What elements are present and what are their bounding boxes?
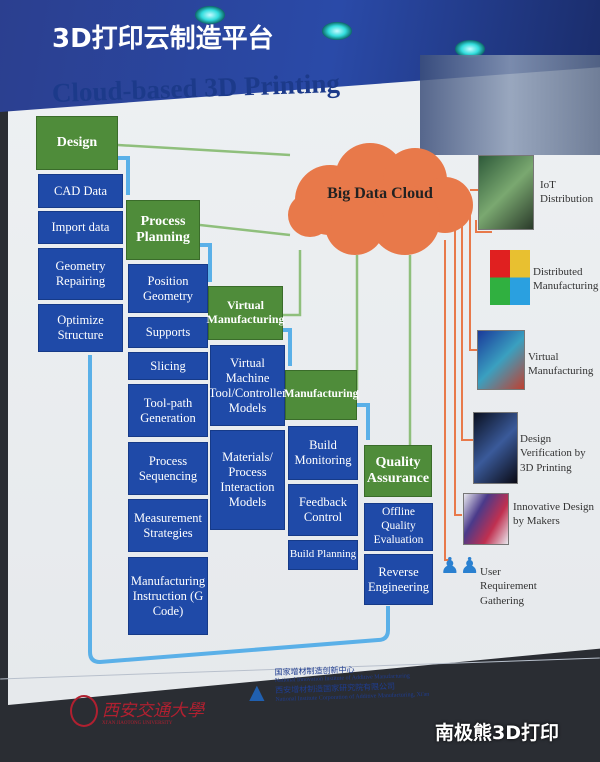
xjtu-seal-logo	[70, 695, 98, 727]
stage-design: Design	[36, 116, 118, 170]
manufacturing-item: Build Monitoring	[288, 426, 358, 480]
source-label: IoT Distribution	[540, 179, 594, 206]
virtual-manufacturing-image	[477, 330, 525, 390]
design-item: CAD Data	[38, 174, 123, 208]
stage-manufacturing: Manufacturing	[284, 370, 358, 420]
cloud-label: Big Data Cloud	[327, 185, 433, 202]
stage-virtual-manufacturing: Virtual Manufacturing	[207, 286, 285, 340]
virtual-item: Materials/ Process Interaction Models	[210, 430, 285, 530]
arrow-virtual-to-manufacturing	[283, 328, 292, 366]
design-item: Optimize Structure	[38, 304, 123, 352]
qa-item: Offline Quality Evaluation	[364, 503, 433, 551]
planning-item: Manufacturing Instruction (G Code)	[128, 557, 208, 635]
printed-parts-image	[420, 55, 600, 155]
planning-item: Position Geometry	[128, 264, 208, 313]
planning-item: Slicing	[128, 352, 208, 380]
user-group-icon: ♟♟	[440, 553, 480, 578]
stage-light	[455, 40, 485, 58]
distributed-manufacturing-image	[490, 250, 530, 305]
arrow-design-to-planning	[118, 156, 130, 195]
watermark: 南极熊3D打印	[435, 722, 559, 744]
big-data-cloud-shape	[288, 143, 473, 255]
innovative-design-image	[463, 493, 509, 545]
stage-light	[322, 22, 352, 40]
planning-item: Tool-path Generation	[128, 384, 208, 437]
arrow-design-to-cloud	[117, 143, 291, 157]
qa-item: Reverse Engineering	[364, 554, 433, 605]
arrow-manufacturing-to-qa	[357, 403, 370, 440]
design-item: Import data	[38, 211, 123, 244]
planning-item: Supports	[128, 317, 208, 348]
source-label: Design Verification by 3D Printing	[520, 433, 586, 474]
virtual-item: Virtual Machine Tool/Controller Models	[209, 345, 286, 426]
stage-quality-assurance: Quality Assurance	[364, 445, 432, 497]
source-label: Distributed Manufacturing	[533, 266, 599, 293]
source-label: Virtual Manufacturing	[528, 351, 594, 378]
feedback-loop-arrow	[88, 355, 390, 665]
manufacturing-item: Build Planning	[288, 540, 358, 570]
arrow-planning-to-virtual	[200, 243, 212, 282]
planning-item: Measurement Strategies	[128, 499, 208, 552]
planning-item: Process Sequencing	[128, 442, 208, 495]
institute-logo: ▲	[244, 678, 270, 707]
stage-light	[195, 6, 225, 24]
source-label: Innovative Design by Makers	[513, 501, 594, 528]
design-item: Geometry Repairing	[38, 248, 123, 300]
iot-distribution-image	[478, 155, 534, 230]
design-verification-image	[473, 412, 518, 484]
manufacturing-item: Feedback Control	[288, 484, 358, 536]
university-name-cn: 西安交通大學	[102, 701, 204, 721]
university-name-en: XI'AN JIAOTONG UNIVERSITY	[102, 721, 173, 726]
source-label: User Requirement Gathering	[480, 566, 537, 607]
title-chinese: 3D打印云制造平台	[52, 24, 274, 54]
institute-text: 国家增材制造创新中心 National Innovation Institute…	[274, 663, 429, 705]
stage-process-planning: Process Planning	[126, 200, 200, 260]
